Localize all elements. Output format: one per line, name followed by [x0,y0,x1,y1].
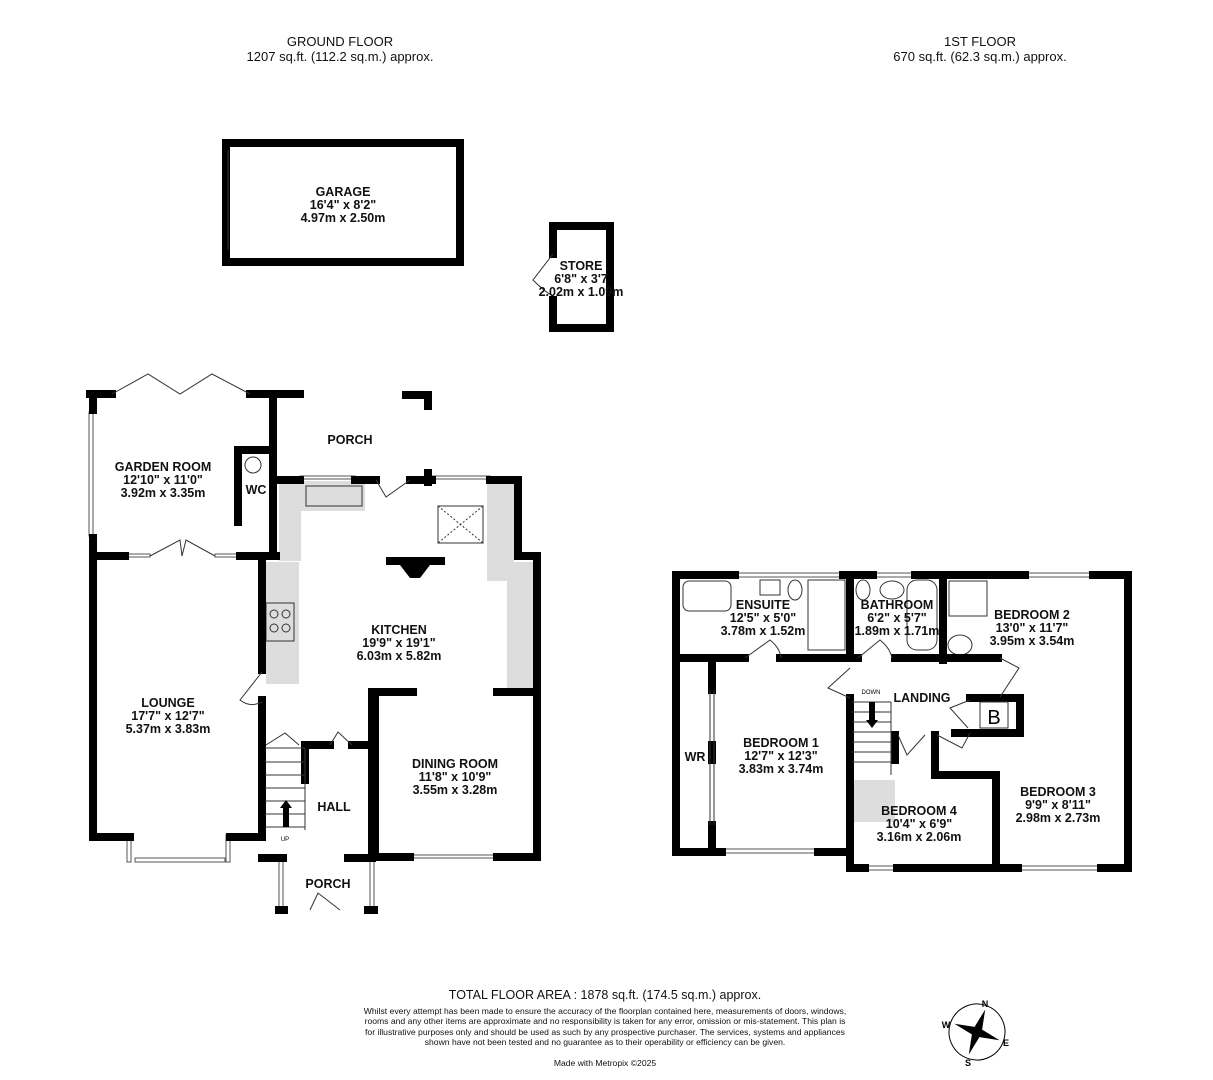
wc-name: WC [246,483,267,497]
store-metric: 2.02m x 1.09m [539,285,624,299]
bedroom1-metric: 3.83m x 3.74m [739,762,824,776]
lounge-imperial: 17'7" x 12'7" [131,709,204,723]
store: STORE 6'8" x 3'7 2.02m x 1.09m [532,222,624,332]
garage-name: GARAGE [316,185,371,199]
bathroom-metric: 1.89m x 1.71m [855,624,940,638]
kitchen-name: KITCHEN [371,623,427,637]
bedroom3-name: BEDROOM 3 [1020,785,1096,799]
stairs-down-label: DOWN [862,690,881,696]
garden-room-imperial: 12'10" x 11'0" [123,473,203,487]
landing-name: LANDING [894,691,951,705]
first-floor-plan: B DOWN ENSUITE 12'5" x 5'0" 3.78m x 1.52… [672,571,1132,872]
first-floor-title: 1ST FLOOR [943,34,1016,49]
garage-metric: 4.97m x 2.50m [301,211,386,225]
bedroom3-imperial: 9'9" x 8'11" [1025,798,1091,812]
compass-e: E [1003,1038,1009,1048]
bathroom-imperial: 6'2" x 5'7" [867,611,927,625]
first-floor-header: 1ST FLOOR 670 sq.ft. (62.3 sq.m.) approx… [880,34,1080,64]
kitchen-imperial: 19'9" x 19'1" [362,636,435,650]
garage-imperial: 16'4" x 8'2" [310,198,377,212]
porch-front-name: PORCH [305,877,350,891]
compass-s: S [965,1058,971,1068]
garden-room-metric: 3.92m x 3.35m [121,486,206,500]
stairs-up-label: UP [281,837,289,843]
stairs-down: DOWN [852,690,892,775]
ground-floor-title: GROUND FLOOR [286,34,394,49]
bathroom-name: BATHROOM [861,598,934,612]
bedroom4-metric: 3.16m x 2.06m [877,830,962,844]
bedroom2-imperial: 13'0" x 11'7" [996,621,1069,635]
bedroom3-metric: 2.98m x 2.73m [1016,811,1101,825]
dining-room-metric: 3.55m x 3.28m [413,783,498,797]
bedroom2-name: BEDROOM 2 [994,608,1070,622]
lounge-metric: 5.37m x 3.83m [126,722,211,736]
ground-floor-plan: UP GARDEN ROOM 12'10" x 11'0" 3.92m x 3.… [86,373,541,914]
boiler-label: B [987,707,1000,729]
porch-rear-name: PORCH [327,433,372,447]
store-name: STORE [560,259,603,273]
store-imperial: 6'8" x 3'7 [554,272,608,286]
first-floor-area: 670 sq.ft. (62.3 sq.m.) approx. [893,49,1067,64]
compass-icon [948,1003,1006,1061]
garage: GARAGE 16'4" x 8'2" 4.97m x 2.50m [222,139,464,266]
dining-room-name: DINING ROOM [412,757,498,771]
wr-name: WR [685,750,706,764]
ground-floor-header: GROUND FLOOR 1207 sq.ft. (112.2 sq.m.) a… [220,34,460,64]
lounge-name: LOUNGE [141,696,194,710]
ensuite-metric: 3.78m x 1.52m [721,624,806,638]
stairs-up: UP [265,747,306,843]
kitchen-metric: 6.03m x 5.82m [357,649,442,663]
bedroom4-name: BEDROOM 4 [881,804,957,818]
bedroom4-imperial: 10'4" x 6'9" [886,817,953,831]
disclaimer: Whilst every attempt has been made to en… [363,1006,847,1047]
dining-room-imperial: 11'8" x 10'9" [419,770,492,784]
total-floor-area: TOTAL FLOOR AREA : 1878 sq.ft. (174.5 sq… [448,988,762,1002]
ensuite-imperial: 12'5" x 5'0" [730,611,797,625]
ensuite-name: ENSUITE [736,598,790,612]
garden-room-name: GARDEN ROOM [115,460,212,474]
bedroom1-name: BEDROOM 1 [743,736,819,750]
hall-name: HALL [317,800,351,814]
bedroom2-metric: 3.95m x 3.54m [990,634,1075,648]
credit: Made with Metropix ©2025 [553,1058,657,1068]
compass-n: N [982,999,989,1009]
compass-w: W [942,1020,951,1030]
bedroom1-imperial: 12'7" x 12'3" [744,749,817,763]
ground-floor-area: 1207 sq.ft. (112.2 sq.m.) approx. [246,49,434,64]
